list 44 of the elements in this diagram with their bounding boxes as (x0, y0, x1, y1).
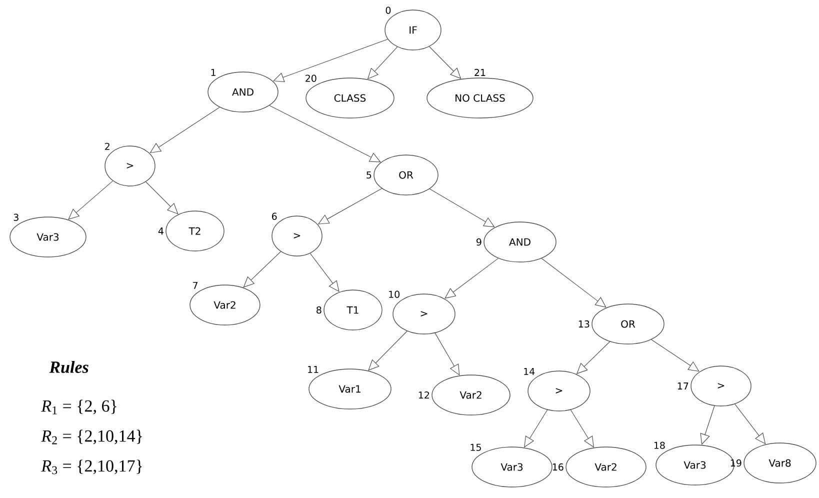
node-number: 1 (211, 68, 216, 76)
tree-node: > (690, 366, 752, 406)
node-number: 15 (470, 444, 481, 451)
node-number: 17 (678, 382, 688, 390)
node-number: 8 (316, 306, 322, 314)
node-number: 9 (476, 238, 482, 246)
arrow (429, 188, 495, 228)
arrow (434, 332, 460, 376)
heading: Rules (49, 361, 88, 373)
arrow (269, 105, 381, 162)
tree-node: NO CLASS (426, 78, 534, 118)
tree-node: OR (592, 304, 664, 344)
tree-node: Var2 (432, 374, 510, 416)
node-number: 19 (730, 459, 742, 467)
arrow (310, 253, 340, 292)
node-number: 4 (158, 228, 164, 234)
node-number: 21 (474, 68, 486, 76)
arrow (700, 406, 715, 445)
tree-node: T1 (324, 290, 382, 330)
node-number: 18 (654, 442, 665, 449)
tree-node: AND (484, 222, 556, 262)
node-number: 7 (193, 282, 198, 289)
node-number: 13 (578, 320, 590, 328)
rule-formula: R$_{2}$ = {2,10,14} (41, 430, 142, 444)
arrow (146, 182, 178, 214)
arrow (734, 404, 766, 444)
node-number: 2 (105, 142, 110, 150)
node-number: 0 (386, 6, 391, 14)
tree-node: OR (374, 154, 438, 196)
node-number: 12 (418, 391, 429, 399)
arrow (150, 106, 220, 154)
node-number: 20 (306, 74, 316, 82)
tree-node: Var2 (566, 446, 646, 488)
tree-node: Var8 (744, 442, 816, 484)
node-number: 11 (308, 366, 318, 373)
arrow (651, 339, 700, 372)
rule-formula: R$_{1}$ = {2, 6} (41, 400, 116, 414)
node-number: 6 (272, 212, 277, 220)
rule-formula: R$_{3}$ = {2,10,17} (41, 460, 142, 474)
node-number: 16 (552, 463, 564, 471)
tree-node: T2 (166, 210, 224, 252)
arrow (429, 46, 462, 79)
node-number: 3 (14, 214, 18, 221)
node-number: 5 (366, 171, 372, 179)
